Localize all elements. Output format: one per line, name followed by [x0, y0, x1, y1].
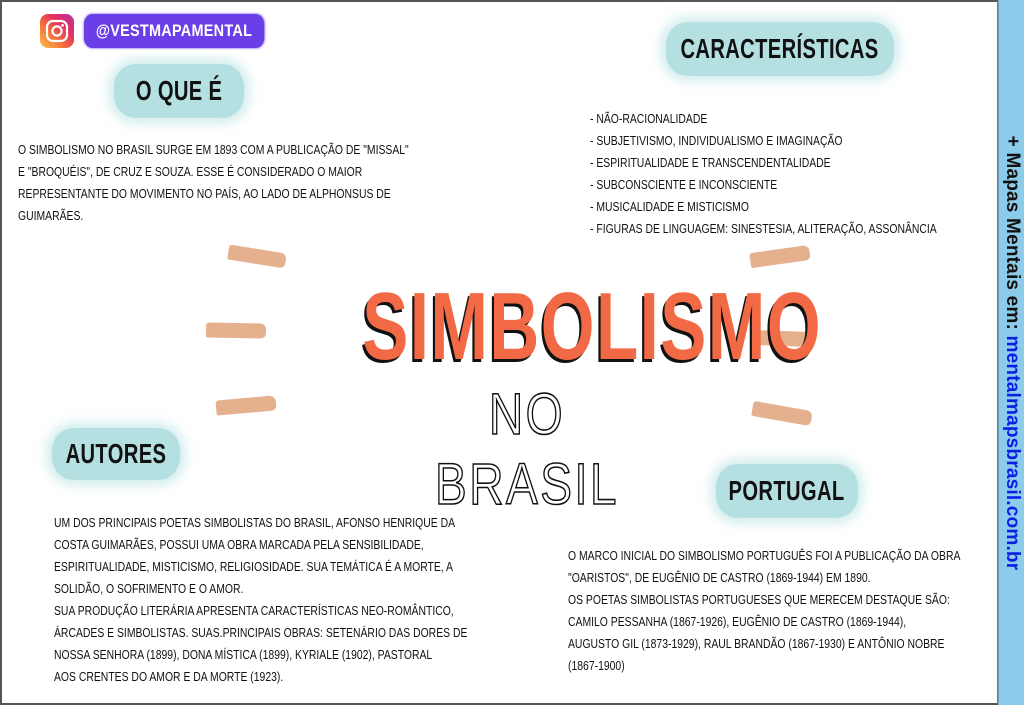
promo-sidebar: + Mapas Mentais em: mentalmapsbrasil.com…: [998, 0, 1024, 705]
autores-text: UM DOS PRINCIPAIS POETAS SIMBOLISTAS DO …: [54, 512, 571, 688]
text-line: AUGUSTO GIL (1873-1929), RAUL BRANDÃO (1…: [568, 636, 945, 651]
text-line: ESPIRITUALIDADE, MISTICISMO, RELIGIOSIDA…: [54, 559, 453, 574]
promo-prefix: + Mapas Mentais em:: [1001, 135, 1023, 336]
list-item: - MUSICALIDADE E MISTICISMO: [590, 199, 749, 214]
text-line: E "BROQUÉIS", DE CRUZ E SOUZA. ESSE É CO…: [18, 164, 363, 179]
list-item: - NÃO-RACIONALIDADE: [590, 111, 708, 126]
instagram-handle: @VESTMAPAMENTAL: [84, 14, 265, 48]
promo-text: + Mapas Mentais em: mentalmapsbrasil.com…: [1001, 135, 1023, 570]
instagram-icon: [40, 14, 74, 48]
text-line: O MARCO INICIAL DO SIMBOLISMO PORTUGUÊS …: [568, 548, 961, 563]
text-line: UM DOS PRINCIPAIS POETAS SIMBOLISTAS DO …: [54, 515, 456, 530]
text-line: (1867-1900): [568, 658, 625, 673]
heading-text: CARACTERÍSTICAS: [680, 33, 880, 64]
brush-stroke-decoration: [751, 400, 813, 427]
heading-text: O QUE É: [135, 75, 223, 106]
text-line: ÁRCADES E SIMBOLISTAS. SUAS.PRINCIPAIS O…: [54, 625, 468, 640]
text-line: SOLIDÃO, O SOFRIMENTO E O AMOR.: [54, 581, 244, 596]
sub-title: NO BRASIL: [434, 381, 619, 518]
heading-text: AUTORES: [65, 438, 167, 469]
text-line: REPRESENTANTE DO MOVIMENTO NO PAÍS, AO L…: [18, 186, 391, 201]
list-item: - FIGURAS DE LINGUAGEM: SINESTESIA, ALIT…: [590, 221, 937, 236]
text-line: AOS CRENTES DO AMOR E DA MORTE (1923).: [54, 669, 284, 684]
text-line: GUIMARÃES.: [18, 208, 84, 223]
list-item: - SUBJETIVISMO, INDIVIDUALISMO E IMAGINA…: [590, 133, 843, 148]
o-que-e-text: O SIMBOLISMO NO BRASIL SURGE EM 1893 COM…: [18, 139, 506, 227]
brush-stroke-decoration: [227, 244, 287, 269]
brush-stroke-decoration: [749, 244, 811, 269]
portugal-text: O MARCO INICIAL DO SIMBOLISMO PORTUGUÊS …: [568, 545, 1024, 677]
text-line: OS POETAS SIMBOLISTAS PORTUGUESES QUE ME…: [568, 592, 950, 607]
website-link[interactable]: mentalmapsbrasil.com.br: [1001, 335, 1023, 570]
heading-o-que-e: O QUE É: [114, 64, 244, 118]
text-line: CAMILO PESSANHA (1867-1926), EUGÊNIO DE …: [568, 614, 907, 629]
text-line: SUA PRODUÇÃO LITERÁRIA APRESENTA CARACTE…: [54, 603, 454, 618]
text-line: "OARISTOS", DE EUGÊNIO DE CASTRO (1869-1…: [568, 570, 871, 585]
text-line: O SIMBOLISMO NO BRASIL SURGE EM 1893 COM…: [18, 142, 409, 157]
brush-stroke-decoration: [205, 322, 267, 339]
heading-autores: AUTORES: [52, 428, 180, 480]
heading-portugal: PORTUGAL: [716, 464, 858, 518]
brush-stroke-decoration: [215, 395, 277, 416]
text-line: NOSSA SENHORA (1899), DONA MÍSTICA (1899…: [54, 647, 433, 662]
heading-text: PORTUGAL: [729, 475, 846, 506]
text-line: COSTA GUIMARÃES, POSSUI UMA OBRA MARCADA…: [54, 537, 424, 552]
list-item: - ESPIRITUALIDADE E TRANSCENDENTALIDADE: [590, 155, 831, 170]
list-item: - SUBCONSCIENTE E INCONSCIENTE: [590, 177, 778, 192]
main-title: SIMBOLISMO: [362, 273, 823, 380]
caracteristicas-list: - NÃO-RACIONALIDADE - SUBJETIVISMO, INDI…: [590, 108, 1023, 240]
mind-map-page: @VESTMAPAMENTAL O QUE É O SIMBOLISMO NO …: [0, 0, 998, 705]
heading-caracteristicas: CARACTERÍSTICAS: [666, 22, 894, 76]
